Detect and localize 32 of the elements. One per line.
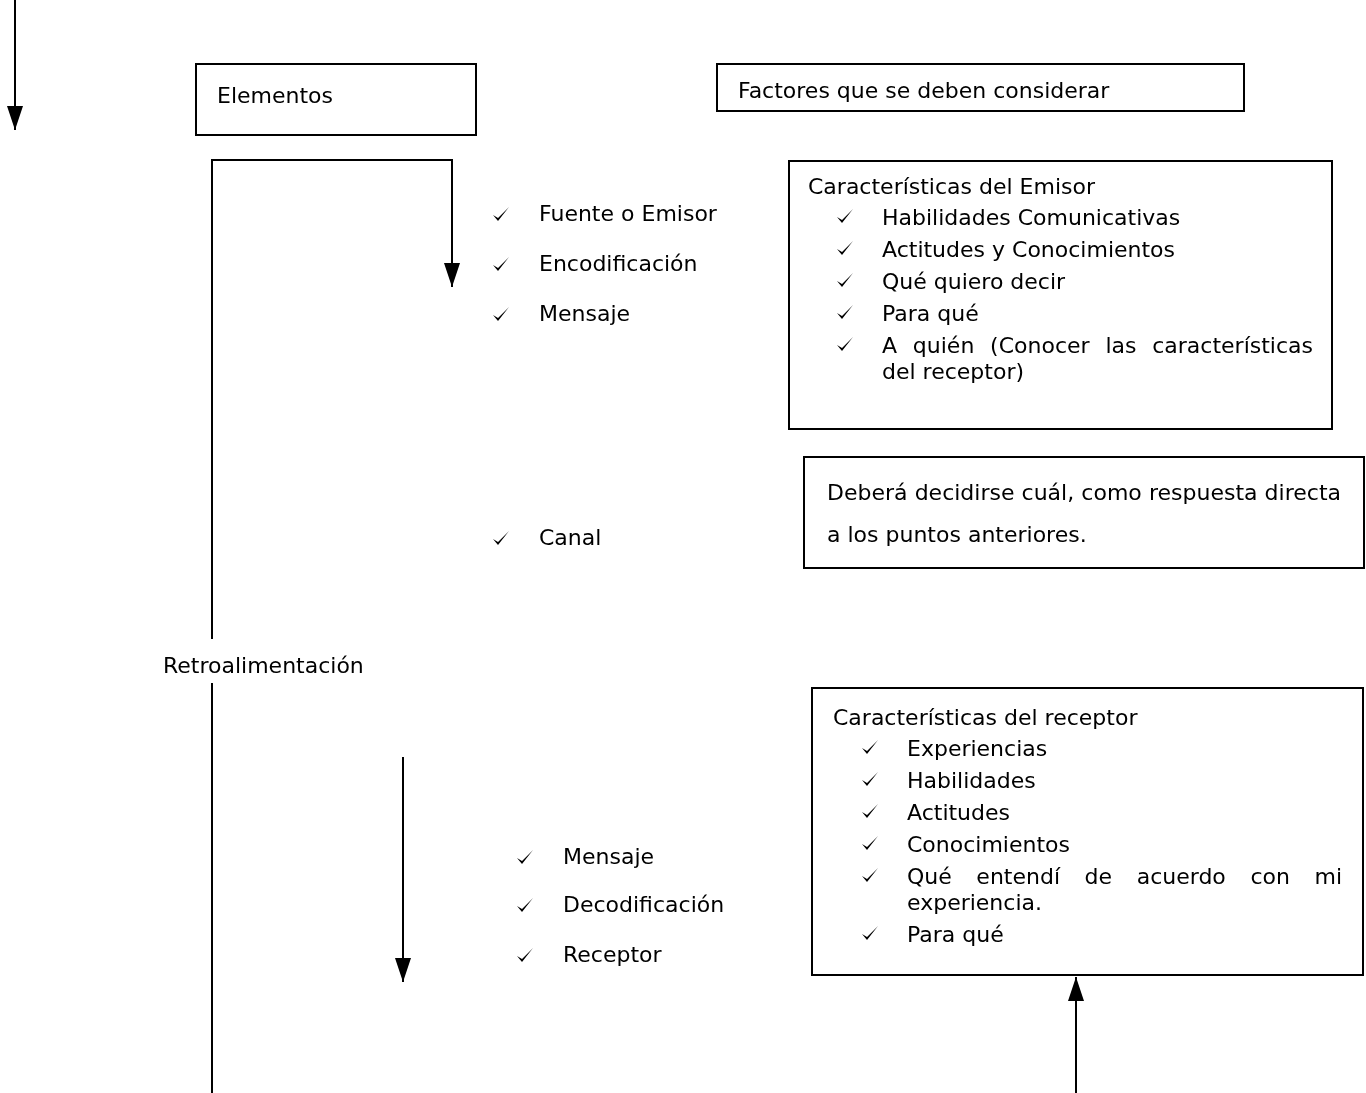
list-item: Qué quiero decir xyxy=(882,269,1067,295)
list-item: Para qué xyxy=(882,301,980,327)
element-label: Encodificación xyxy=(539,251,698,276)
text-box xyxy=(788,160,1333,430)
list-item: Qué entendí de acuerdo con mi experiencia. xyxy=(907,864,1342,916)
box-title: Factores que se deben considerar xyxy=(738,78,1110,103)
element-label: Mensaje xyxy=(563,844,655,869)
list-item: Actitudes y Conocimientos xyxy=(882,237,1177,263)
element-label: Decodificación xyxy=(563,892,725,917)
arrow xyxy=(211,159,460,640)
element-label: Fuente o Emisor xyxy=(539,201,717,226)
connector-line xyxy=(211,682,213,1093)
box-heading: Características del receptor xyxy=(833,704,1139,732)
feedback-label: Retroalimentación xyxy=(163,653,364,678)
list-item: Habilidades Comunicativas xyxy=(882,205,1182,231)
text-box xyxy=(195,63,477,136)
text-box xyxy=(716,63,1245,112)
text-box xyxy=(803,456,1365,569)
list-item: A quién (Conocer las características del receptor) xyxy=(882,333,1313,385)
element-label: Canal xyxy=(539,525,602,550)
element-label: Mensaje xyxy=(539,301,631,326)
arrow xyxy=(1068,976,1084,1093)
element-label: Receptor xyxy=(563,942,662,967)
box-heading: Características del Emisor xyxy=(808,173,1097,201)
list-item: Conocimientos xyxy=(907,832,1071,858)
box-text: Deberá decidirse cuál, como respuesta directa a los puntos anteriores. xyxy=(827,479,1341,549)
list-item: Actitudes xyxy=(907,800,1012,826)
list-item: Habilidades xyxy=(907,768,1037,794)
text-box xyxy=(811,687,1364,976)
box-title: Elementos xyxy=(217,83,333,108)
list-item: Para qué xyxy=(907,922,1005,948)
list-item: Experiencias xyxy=(907,736,1049,762)
